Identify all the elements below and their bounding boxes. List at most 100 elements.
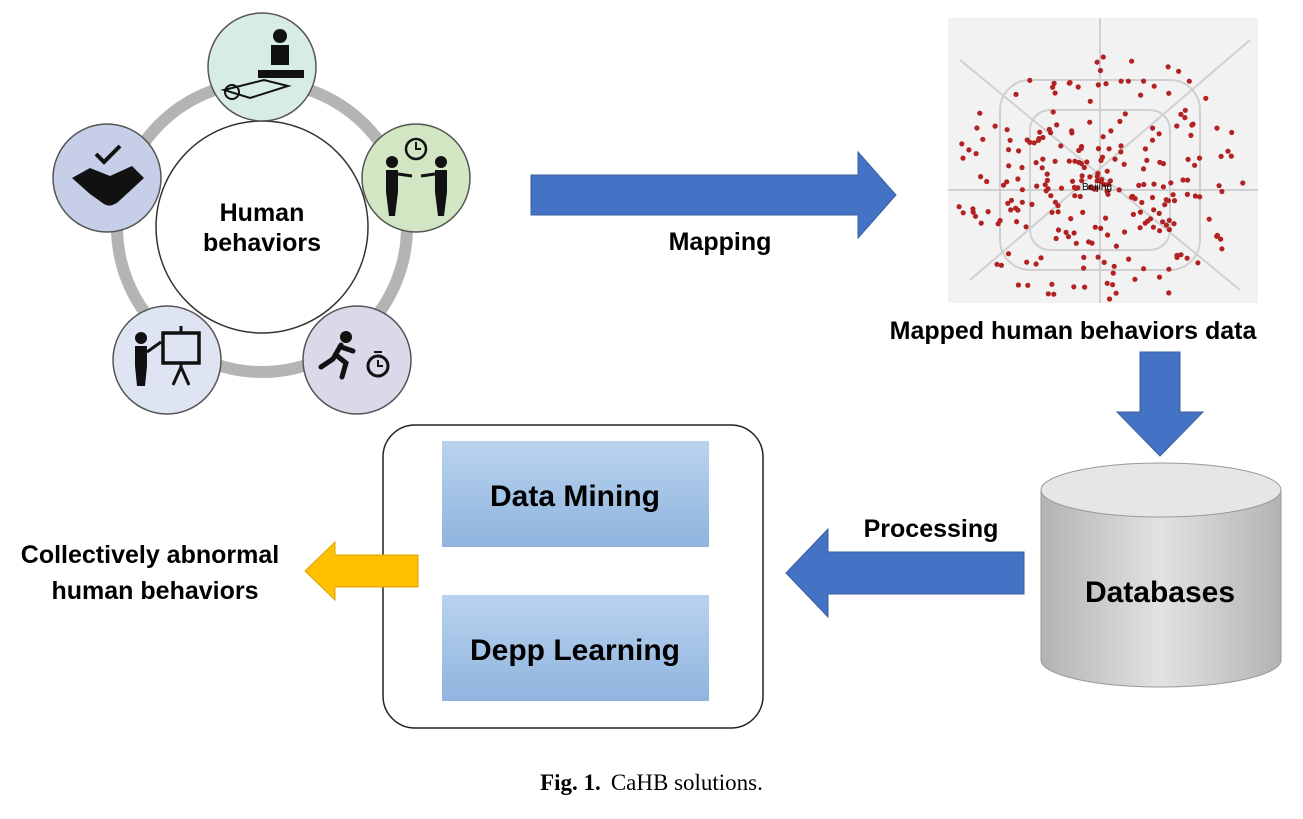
database-cylinder bbox=[1040, 462, 1282, 688]
map-dot bbox=[1055, 209, 1061, 215]
map-dot bbox=[1025, 282, 1031, 288]
map-dot bbox=[1157, 159, 1163, 165]
map-dot bbox=[1170, 192, 1176, 198]
map-dot bbox=[1103, 215, 1109, 221]
map-dot bbox=[1014, 219, 1020, 225]
map-dot bbox=[1068, 216, 1074, 222]
map-dot bbox=[1042, 182, 1048, 188]
map-dot bbox=[1079, 178, 1085, 184]
map-dot bbox=[1051, 80, 1057, 86]
map-dot bbox=[1186, 78, 1192, 84]
map-dot bbox=[1019, 199, 1025, 205]
map-dot bbox=[1156, 131, 1162, 137]
map-dot bbox=[1072, 158, 1078, 164]
map-dot bbox=[1150, 125, 1156, 131]
map-dot bbox=[1192, 193, 1198, 199]
deep-learning-label: Depp Learning bbox=[470, 634, 680, 667]
map-dot bbox=[956, 204, 962, 210]
map-dot bbox=[1203, 95, 1209, 101]
map-dot bbox=[1166, 90, 1172, 96]
map-dot bbox=[1081, 164, 1087, 171]
map-dot bbox=[1129, 193, 1136, 199]
map-dot bbox=[1071, 284, 1077, 290]
map-dot bbox=[1092, 224, 1098, 230]
map-dot bbox=[1034, 183, 1040, 189]
map-dot bbox=[1216, 183, 1222, 189]
map-dot bbox=[1095, 82, 1101, 88]
center-label-line1: Human bbox=[220, 199, 305, 227]
methods-box bbox=[382, 424, 764, 729]
map-dot bbox=[1053, 235, 1059, 242]
map-dot bbox=[1095, 146, 1102, 152]
map-dot bbox=[1107, 178, 1113, 184]
map-dot bbox=[1019, 164, 1025, 171]
map-dot bbox=[1225, 148, 1231, 154]
map-dot bbox=[1091, 186, 1097, 192]
map-dot bbox=[1065, 234, 1072, 240]
map-dot bbox=[1049, 209, 1055, 215]
map-dot bbox=[1137, 209, 1143, 215]
map-dot bbox=[1174, 252, 1180, 258]
map-dot bbox=[998, 262, 1005, 268]
map-dot bbox=[1052, 90, 1058, 96]
map-dot bbox=[1144, 157, 1150, 163]
mapping-arrow bbox=[530, 150, 897, 240]
map-dot bbox=[1044, 171, 1050, 177]
map-dot bbox=[1142, 146, 1148, 152]
map-dot bbox=[1103, 81, 1109, 87]
map-dot bbox=[1008, 197, 1015, 203]
map-dot bbox=[1166, 290, 1172, 296]
map-dot bbox=[1073, 185, 1079, 191]
map-dot bbox=[1108, 128, 1114, 134]
map-dot bbox=[1178, 111, 1184, 117]
map-dot bbox=[1050, 84, 1056, 90]
map-dot bbox=[1129, 58, 1135, 64]
map-dot bbox=[1142, 220, 1148, 226]
map-dot bbox=[1171, 198, 1178, 204]
map-dot bbox=[1188, 132, 1194, 138]
map-dot bbox=[1176, 68, 1182, 74]
map-dot bbox=[1228, 153, 1234, 159]
map-dot bbox=[1081, 265, 1087, 271]
map-dots bbox=[956, 54, 1246, 302]
map-dot bbox=[1118, 78, 1124, 84]
map-dot bbox=[1037, 129, 1043, 135]
map-dot bbox=[1117, 118, 1123, 124]
map-dot bbox=[1137, 225, 1143, 231]
map-dot bbox=[970, 206, 976, 212]
map-dot bbox=[1180, 177, 1186, 183]
map-dot bbox=[1121, 229, 1128, 235]
meditation-icon bbox=[207, 12, 317, 122]
handshake-check-icon bbox=[52, 123, 162, 233]
map-dot bbox=[1105, 232, 1111, 238]
map-dot bbox=[1113, 290, 1119, 296]
map-dot bbox=[1113, 243, 1119, 249]
data-mining-box bbox=[442, 441, 709, 547]
map-dot bbox=[1195, 260, 1201, 266]
map-dot bbox=[1214, 125, 1220, 131]
map-dot bbox=[1110, 282, 1116, 288]
map-dot bbox=[1156, 210, 1162, 216]
map-dot bbox=[1008, 207, 1014, 213]
map-dot bbox=[1087, 119, 1093, 125]
map-dot bbox=[1031, 140, 1037, 146]
map-dot bbox=[1095, 254, 1101, 260]
map-dot bbox=[1077, 193, 1083, 200]
map-dot bbox=[1118, 149, 1124, 155]
map-dot bbox=[1104, 188, 1110, 194]
processing-arrow bbox=[785, 527, 1025, 619]
meeting-clock-icon bbox=[361, 123, 471, 233]
map-dot bbox=[1149, 137, 1156, 143]
map-dot bbox=[1218, 236, 1224, 242]
center-label-line2: behaviors bbox=[203, 229, 321, 257]
map-dot bbox=[978, 174, 984, 180]
map-dot bbox=[1165, 64, 1171, 70]
map-dot bbox=[1086, 239, 1092, 245]
running-stopwatch-icon bbox=[302, 305, 412, 415]
map-dot bbox=[1044, 177, 1050, 183]
map-dot bbox=[1015, 176, 1021, 182]
map-dot bbox=[1063, 229, 1069, 235]
map-dot bbox=[1140, 166, 1147, 172]
